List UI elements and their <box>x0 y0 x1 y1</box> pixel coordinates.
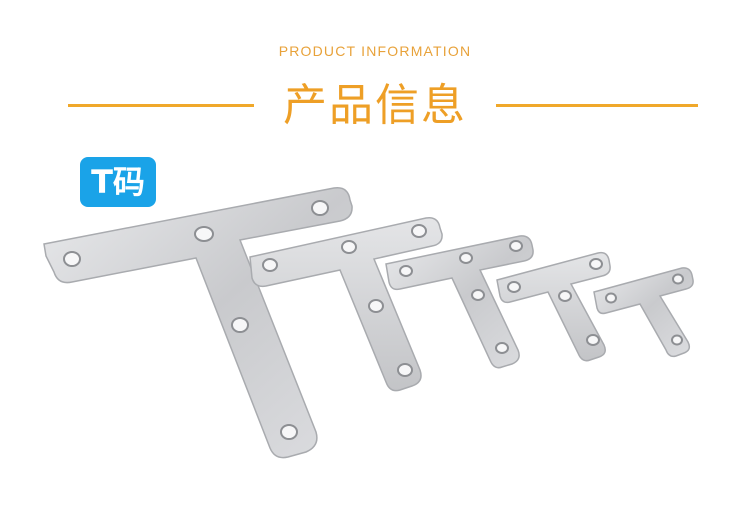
hole-icon <box>558 290 572 302</box>
title-divider-left <box>68 104 254 107</box>
hole-icon <box>672 273 684 285</box>
hole-icon <box>63 251 81 267</box>
t-bracket-4-plate <box>496 251 611 362</box>
t-size-badge: T码 <box>80 157 156 207</box>
hole-icon <box>311 200 329 216</box>
hole-icon <box>341 240 357 254</box>
hole-icon <box>262 258 278 272</box>
hole-icon <box>399 265 413 277</box>
t-bracket-3 <box>385 235 534 369</box>
t-bracket-1-plate <box>43 187 353 459</box>
t-bracket-2-plate <box>249 216 443 392</box>
hole-icon <box>397 363 413 377</box>
page-title: 产品信息 <box>283 80 467 131</box>
product-subtitle: PRODUCT INFORMATION <box>278 43 472 59</box>
t-bracket-5-plate <box>593 267 694 358</box>
hole-icon <box>605 292 617 304</box>
t-bracket-3-plate <box>385 235 534 369</box>
hole-icon <box>589 258 603 270</box>
hole-icon <box>194 226 214 242</box>
hole-icon <box>495 342 509 354</box>
t-bracket-2 <box>249 216 443 392</box>
t-bracket-5 <box>593 267 694 358</box>
t-bracket-4 <box>496 251 611 362</box>
hole-icon <box>671 334 683 346</box>
title-divider-right <box>496 104 698 107</box>
hole-icon <box>280 424 298 440</box>
product-photo <box>43 187 694 459</box>
title-row: 产品信息 <box>0 76 750 136</box>
hole-icon <box>231 317 249 333</box>
hole-icon <box>586 334 600 346</box>
hole-icon <box>459 252 473 264</box>
hole-icon <box>507 281 521 293</box>
hole-icon <box>471 289 485 301</box>
hole-icon <box>509 240 523 252</box>
hole-icon <box>368 299 384 313</box>
hole-icon <box>411 224 427 238</box>
t-bracket-1 <box>43 187 353 459</box>
